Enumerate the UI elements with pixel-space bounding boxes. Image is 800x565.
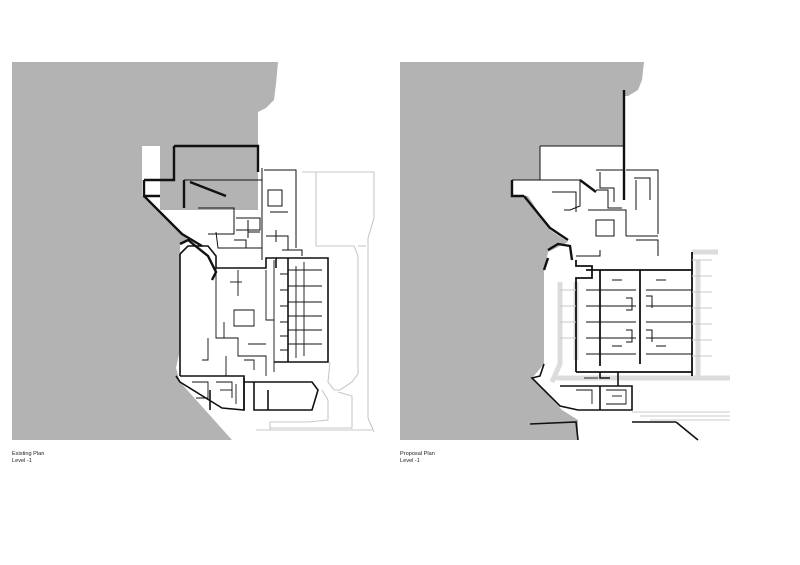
existing-plan-level: Level -1 (12, 458, 32, 464)
lower-rooms (192, 381, 237, 404)
ground-mass (12, 62, 278, 440)
site-road-outline (256, 171, 375, 433)
proposal-plan-caption: Proposal Plan Level -1 (400, 451, 435, 465)
existing-plan-caption: Existing Plan Level -1 (12, 451, 44, 465)
parking-grid (575, 252, 693, 376)
parking-block (274, 257, 329, 363)
existing-plan-drawing (12, 60, 375, 440)
lower-block (530, 363, 633, 411)
proposal-plan-title: Proposal Plan (400, 451, 435, 457)
heavy-walls (510, 90, 626, 271)
ramp-line (529, 421, 699, 441)
existing-plan-title: Existing Plan (12, 451, 45, 457)
parking-bays (586, 279, 692, 355)
outer-strip (560, 259, 712, 357)
hall-interior (202, 260, 275, 376)
ramp-light (632, 411, 730, 421)
main-hall (179, 245, 277, 410)
building-walls (184, 168, 303, 260)
heavy-walls (142, 144, 260, 281)
building-walls (512, 145, 659, 257)
proposal-plan-drawing (400, 60, 760, 441)
ground-mass (400, 62, 644, 440)
proposal-plan-svg (400, 62, 730, 441)
lower-rooms (576, 377, 627, 405)
proposal-plan-level: Level -1 (400, 458, 420, 464)
new-work-outline (549, 249, 730, 384)
existing-plan-svg (12, 62, 375, 440)
lower-block (175, 375, 319, 411)
parking-bays (280, 262, 322, 358)
